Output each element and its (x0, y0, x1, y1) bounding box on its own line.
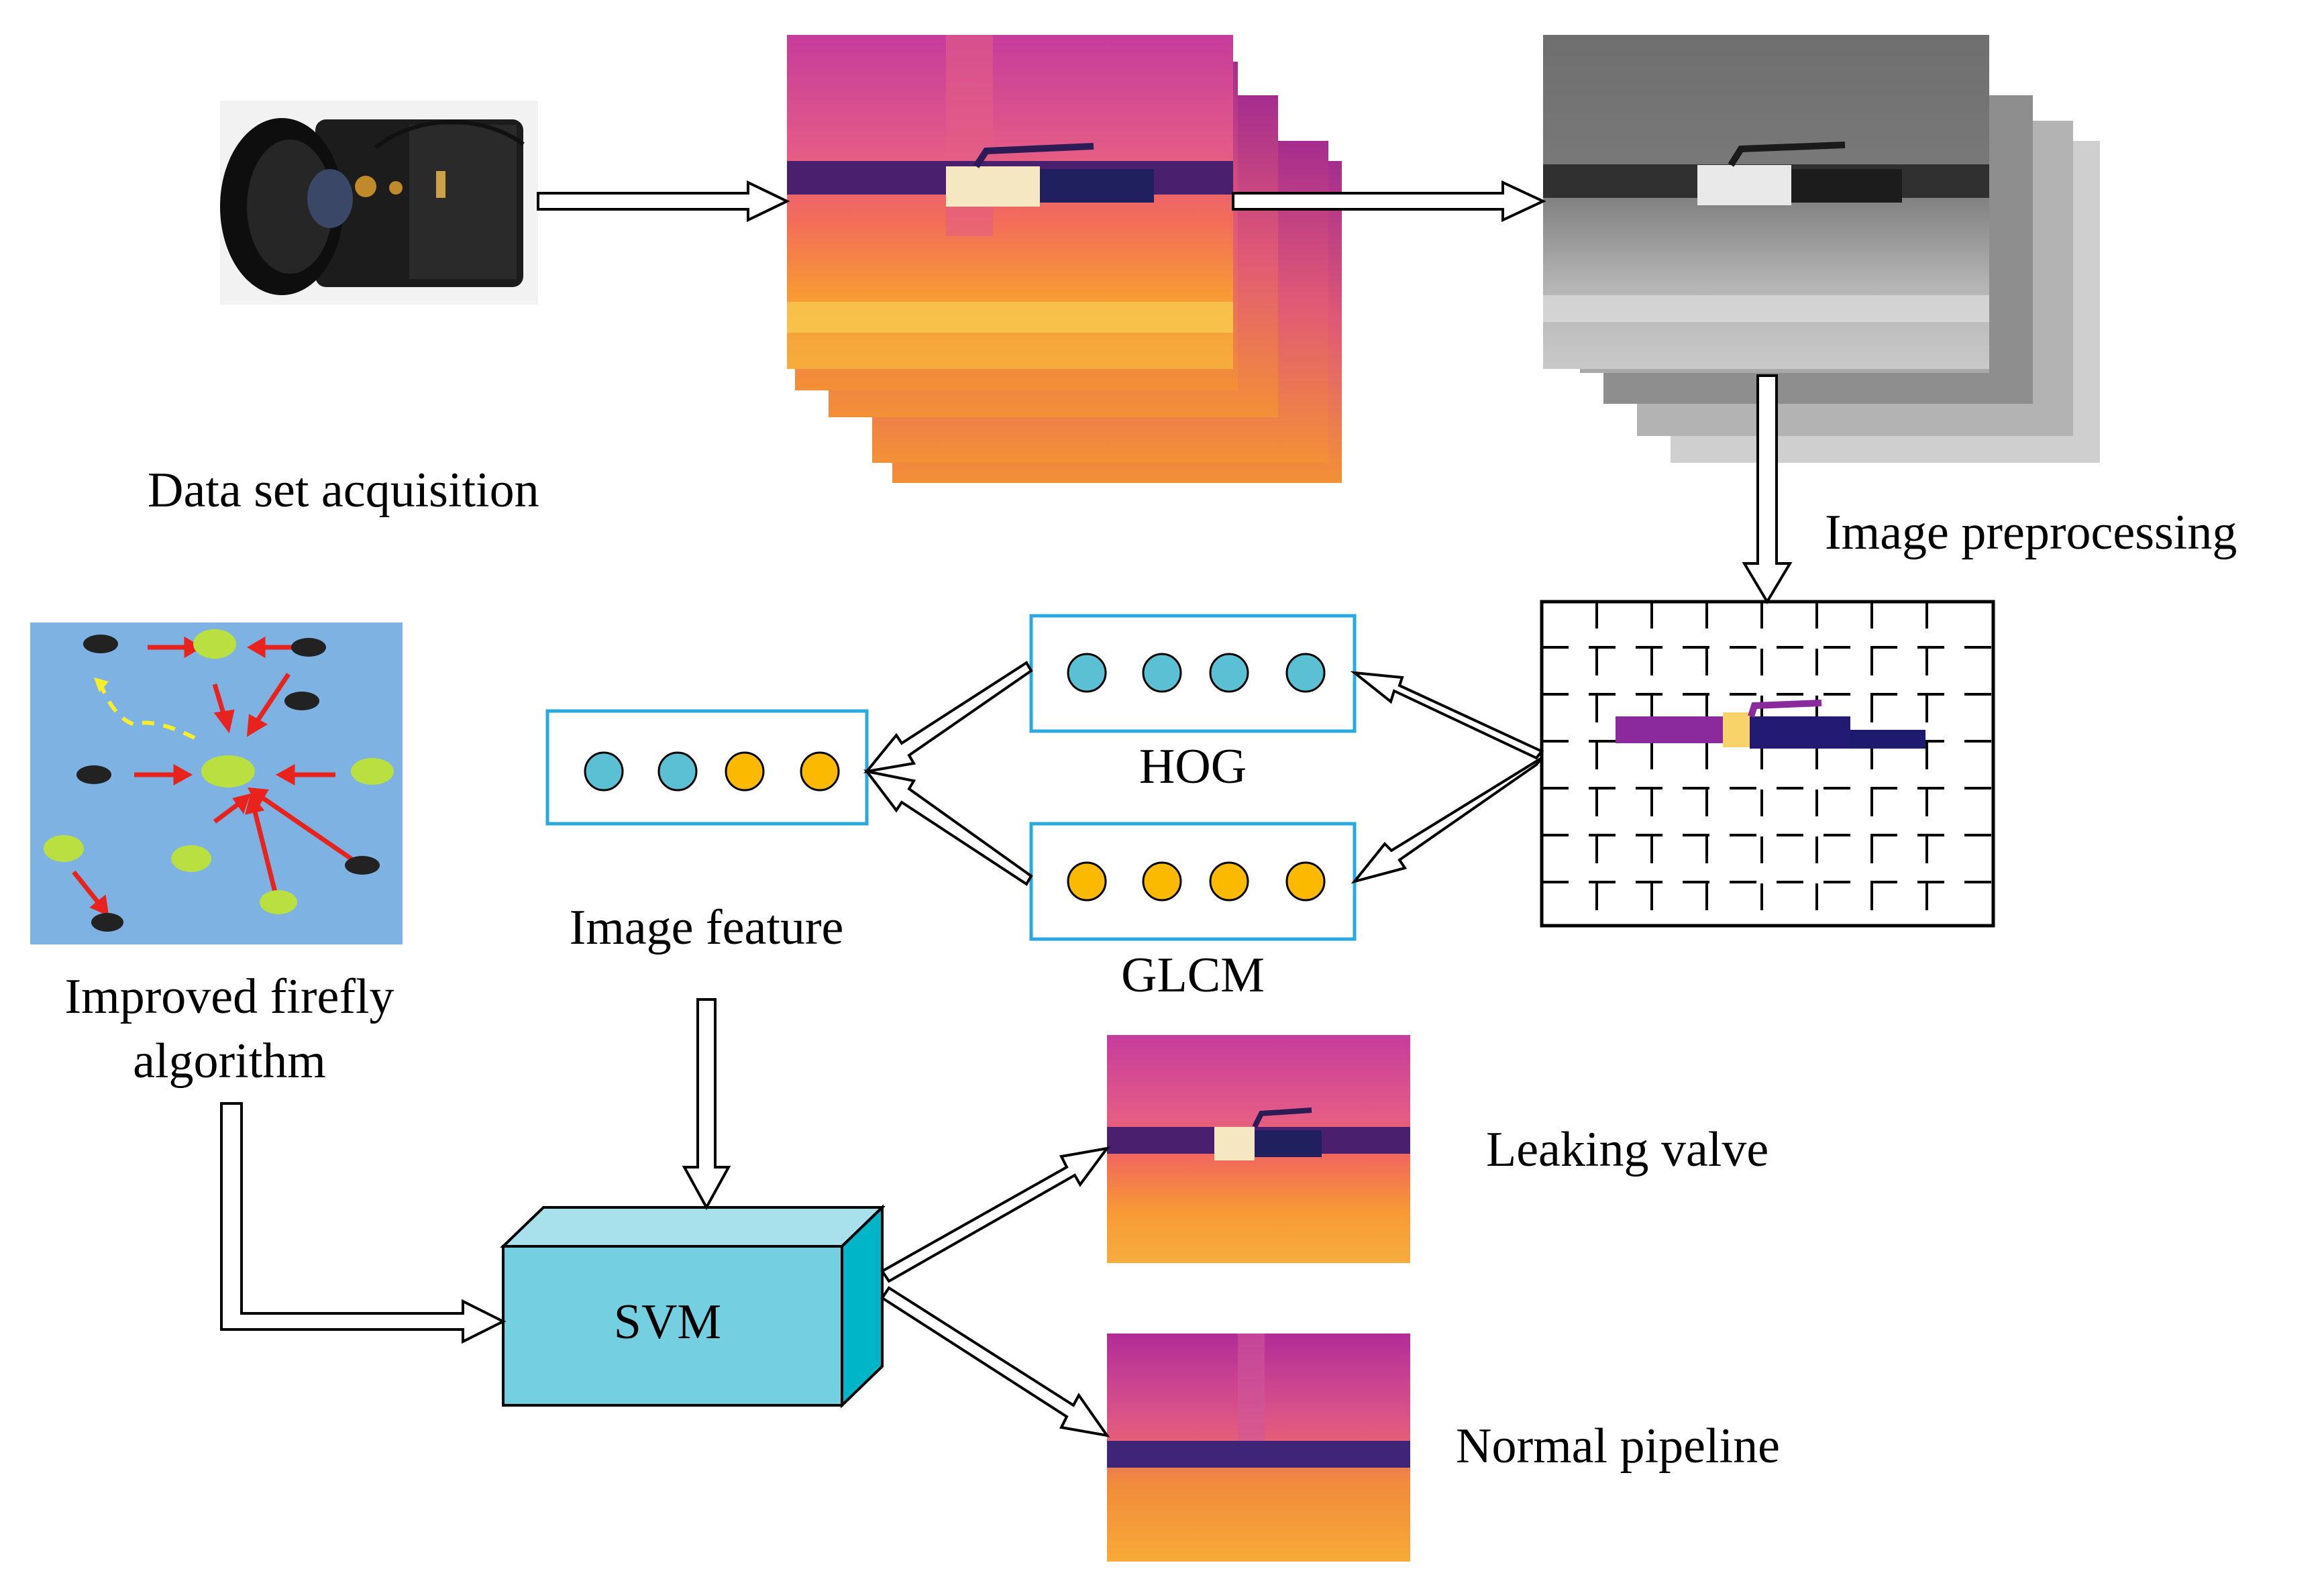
glcm-feature-box (1029, 822, 1357, 941)
feature-circle (657, 751, 698, 792)
label-firefly-line1: Improved firefly (64, 969, 394, 1024)
thermal-image-stack (787, 35, 1342, 483)
hog-circle (1142, 653, 1182, 693)
hog-feature-box (1029, 614, 1357, 733)
label-acquisition: Data set acquisition (148, 463, 539, 518)
arrow-svm-to-leaking (880, 1146, 1110, 1283)
arrow-acquisition (537, 180, 790, 223)
leaking-valve-image (1107, 1035, 1410, 1263)
normal-pipeline-image (1107, 1334, 1410, 1562)
hog-circle (1209, 653, 1249, 693)
firefly-swarm-icon (30, 622, 403, 944)
label-glcm: GLCM (1121, 948, 1265, 1003)
arrow-feature-to-svm (682, 998, 731, 1211)
feature-circle (800, 751, 840, 792)
thermal-image-front (787, 35, 1233, 369)
arrow-grid-to-hog (1350, 671, 1544, 760)
feature-circle (725, 751, 765, 792)
flow-arrows (220, 180, 1793, 1437)
glcm-circle (1285, 861, 1326, 902)
thermal-camera-icon (220, 101, 538, 305)
label-leaking: Leaking valve (1486, 1122, 1768, 1177)
glcm-circle (1209, 861, 1249, 902)
label-hog: HOG (1139, 739, 1247, 794)
hog-circle (1067, 653, 1107, 693)
arrow-to-grid (1742, 374, 1793, 604)
arrow-glcm-to-feature (863, 769, 1033, 886)
label-firefly-line2: algorithm (133, 1034, 326, 1089)
arrow-to-grayscale (1232, 180, 1546, 223)
segmented-grid-image (1540, 600, 1995, 928)
label-svm: SVM (614, 1295, 721, 1350)
label-preprocessing: Image preprocessing (1825, 505, 2237, 560)
grayscale-image-stack (1543, 35, 2100, 463)
feature-circle (584, 751, 624, 792)
label-normal: Normal pipeline (1456, 1419, 1780, 1474)
glcm-circle (1142, 861, 1182, 902)
hog-circle (1285, 653, 1326, 693)
arrow-grid-to-glcm (1351, 757, 1543, 884)
grayscale-image-front (1543, 35, 1989, 369)
label-feature: Image feature (570, 900, 844, 955)
svm-classifier-box (500, 1204, 886, 1409)
image-feature-box (545, 709, 869, 826)
arrow-firefly-to-svm (220, 1102, 507, 1344)
arrow-svm-to-normal (880, 1286, 1110, 1437)
segmented-valve-blob (1616, 700, 1925, 749)
arrow-hog-to-feature (863, 661, 1033, 773)
glcm-circle (1067, 861, 1107, 902)
